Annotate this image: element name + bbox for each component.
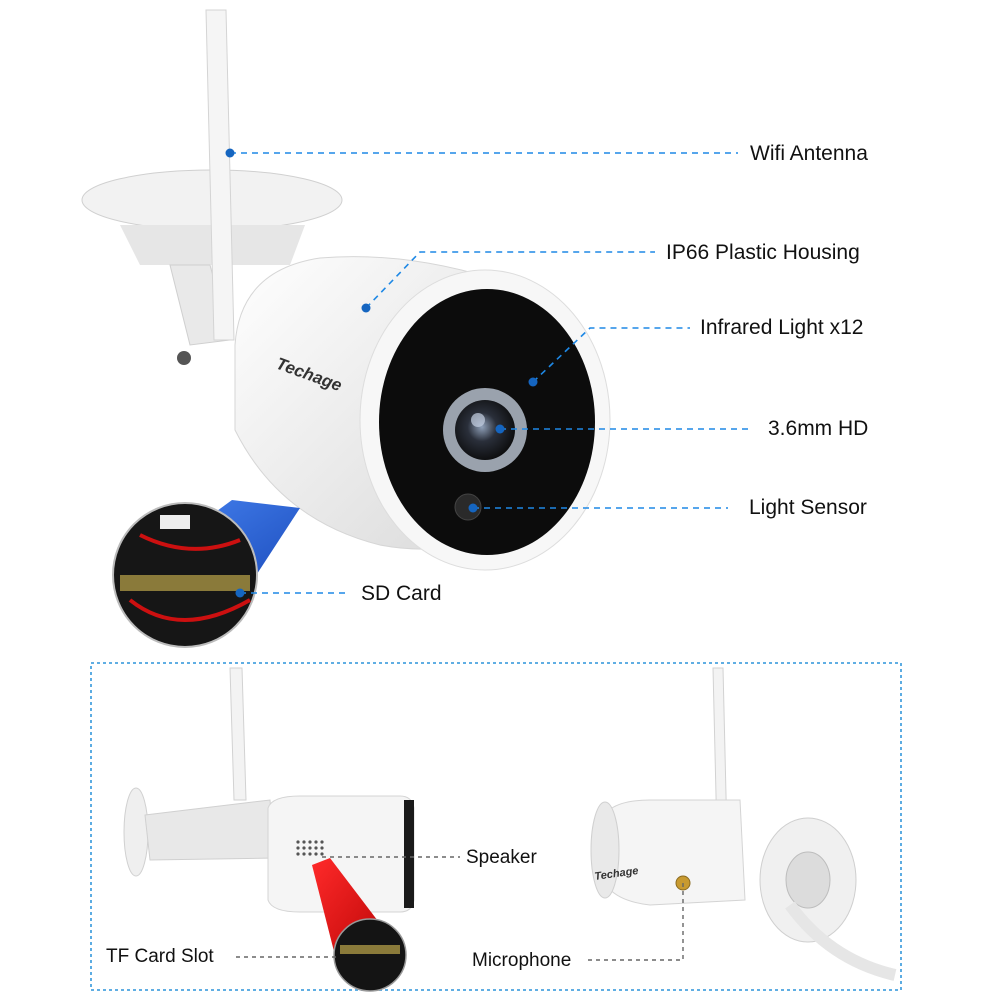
callout-dot-lens: [495, 424, 505, 434]
label-lens: 3.6mm HD: [768, 417, 869, 440]
rear-camera: Techage: [590, 667, 897, 981]
side-face-edge: [404, 800, 414, 908]
sd-board: [120, 575, 250, 591]
main-camera: Techage: [81, 9, 611, 571]
detail-frame: [90, 662, 902, 991]
callout-dot-infrared: [528, 377, 538, 387]
rear-body: [599, 799, 746, 906]
side-camera: [123, 667, 415, 913]
callout-lines: [230, 152, 752, 594]
callout-dot-sd: [235, 588, 245, 598]
label-infrared: Infrared Light x12: [700, 316, 864, 339]
tf-board: [340, 945, 400, 954]
wifi-antenna: [205, 9, 235, 341]
label-housing: IP66 Plastic Housing: [666, 241, 860, 264]
callout-dot-antenna: [225, 148, 235, 158]
callout-dots: [225, 148, 538, 598]
label-wifi-antenna: Wifi Antenna: [750, 142, 868, 165]
mount-screw: [177, 351, 191, 365]
sd-connector: [160, 515, 190, 529]
callout-line-microphone: [585, 883, 684, 961]
callout-dot-housing: [361, 303, 371, 313]
lens-glare: [471, 413, 485, 427]
side-arm: [144, 799, 276, 861]
callout-line-housing: [365, 251, 655, 309]
sd-card-inset: [112, 502, 258, 648]
label-microphone: Microphone: [472, 950, 572, 971]
side-antenna: [229, 667, 247, 801]
speaker-holes: [296, 840, 324, 856]
label-tf-card-slot: TF Card Slot: [106, 946, 214, 967]
rear-mount-hole: [785, 851, 831, 909]
callout-line-infrared: [532, 327, 690, 383]
label-speaker: Speaker: [466, 847, 537, 868]
rear-face: [590, 801, 620, 899]
tf-card-inset-circle: [333, 918, 407, 992]
detail-callout-lines: [236, 856, 684, 961]
rear-cable: [785, 901, 897, 981]
light-sensor: [454, 493, 482, 521]
side-mount-disc: [123, 787, 149, 877]
sd-wire: [128, 598, 251, 622]
tf-card-inset: [333, 918, 407, 992]
callout-dot-sensor: [468, 503, 478, 513]
label-sd-card: SD Card: [361, 582, 442, 605]
sd-wire-2: [139, 533, 241, 551]
label-light-sensor: Light Sensor: [749, 496, 867, 519]
lens: [455, 400, 515, 460]
